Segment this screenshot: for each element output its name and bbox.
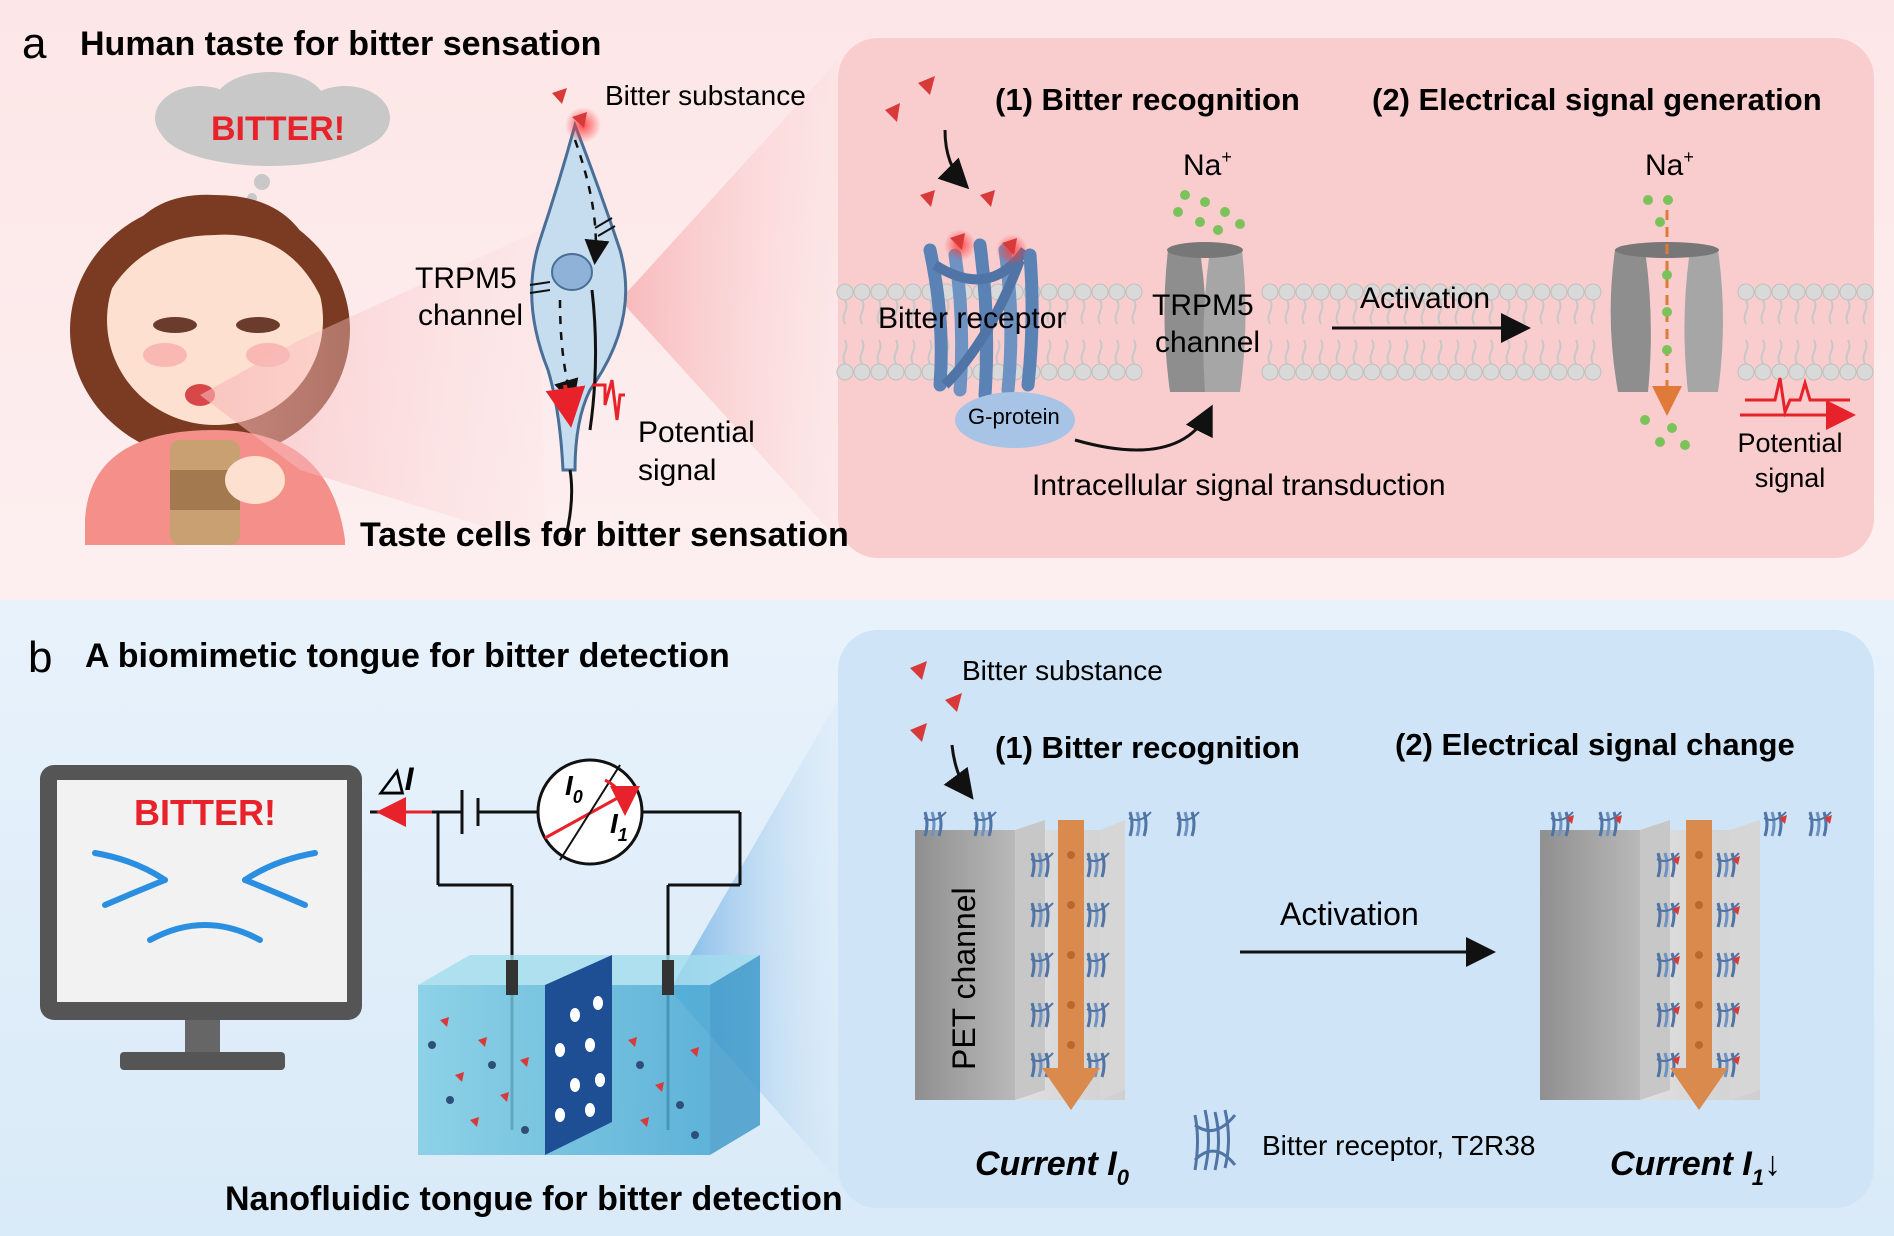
na-label-2: Na+	[1645, 147, 1694, 182]
receptors-after	[1550, 811, 1832, 1078]
trpm5-label-a-line2: channel	[418, 299, 523, 332]
activation-label-b: Activation	[1280, 896, 1419, 932]
bitter-receptor-label: Bitter receptor	[878, 302, 1066, 335]
trpm5-channel-closed	[1164, 242, 1246, 392]
panel-b-title: A biomimetic tongue for bitter detection	[85, 637, 730, 675]
current-arrow-i0	[1042, 820, 1100, 1110]
panel-a-title: Human taste for bitter sensation	[80, 25, 601, 63]
panel-a-zoom-cone	[620, 60, 838, 540]
intracellular-label: Intracellular signal transduction	[1032, 469, 1446, 502]
panel-b-letter: b	[28, 633, 52, 682]
na-label-1: Na+	[1183, 147, 1232, 182]
trpm5-channel-label-line2: channel	[1155, 326, 1260, 359]
nanofluidic-tank	[418, 955, 760, 1155]
sodium-ions-outside	[1173, 190, 1245, 235]
monitor-bitter-text: BITTER!	[134, 792, 276, 833]
panel-b-caption: Nanofluidic tongue for bitter detection	[225, 1180, 843, 1218]
gprotein-label: G-protein	[968, 404, 1060, 429]
panel-a-letter: a	[22, 19, 47, 68]
bitter-drops-inset-b	[910, 661, 962, 742]
taste-cone-a	[200, 230, 545, 545]
recognition-arrow-a	[937, 129, 970, 190]
step1-label-a: (1) Bitter recognition	[995, 82, 1300, 117]
potential-spike-a	[1745, 377, 1850, 418]
delta-i-label: △I	[378, 761, 415, 797]
potential-label-a-line2: signal	[638, 454, 716, 487]
pet-channel-label: PET channel	[946, 887, 982, 1070]
bubble-bitter-text: BITTER!	[211, 110, 345, 148]
legend-receptor-label: Bitter receptor, T2R38	[1262, 1130, 1535, 1161]
bitter-receptor-gpcr	[923, 229, 1039, 402]
step2-label-b: (2) Electrical signal change	[1395, 727, 1795, 762]
trpm5-channel-label-line1: TRPM5	[1152, 289, 1254, 322]
current-i1-label: Current I1↓	[1610, 1145, 1781, 1190]
bitter-substance-label-b: Bitter substance	[962, 655, 1163, 686]
ammeter-i0: I0	[565, 770, 583, 807]
bitter-drops-inset-a	[885, 76, 995, 207]
receptors-before	[923, 811, 1200, 1078]
monitor	[40, 765, 362, 1070]
ammeter-i1: I1	[610, 808, 628, 845]
activation-label-a: Activation	[1360, 282, 1490, 315]
step2-label-a: (2) Electrical signal generation	[1372, 82, 1822, 117]
squint-face	[92, 850, 318, 943]
g-protein	[955, 392, 1075, 448]
battery-symbol	[460, 790, 480, 834]
panel-a-caption: Taste cells for bitter sensation	[360, 516, 849, 554]
taste-cell	[529, 88, 628, 541]
trpm5-label-a-line1: TRPM5	[415, 262, 517, 295]
potential2-label-line1: Potential	[1737, 428, 1842, 458]
girl-illustration	[70, 194, 350, 545]
current-i0-label: Current I0	[975, 1145, 1130, 1190]
bitter-substance-label-a: Bitter substance	[605, 80, 806, 111]
signal-transduction-arrow	[1074, 404, 1213, 452]
panel-b-zoom-cone	[670, 700, 838, 1180]
thought-bubble	[155, 72, 390, 203]
receptor-legend-icon	[1193, 1109, 1237, 1171]
ammeter	[536, 758, 644, 866]
sodium-ions-flow	[1640, 195, 1690, 450]
potential2-label-line2: signal	[1755, 463, 1826, 493]
recognition-arrow-b	[943, 744, 974, 800]
step1-label-b: (1) Bitter recognition	[995, 730, 1300, 765]
potential-label-a-line1: Potential	[638, 416, 755, 449]
current-arrow-i1	[1670, 820, 1728, 1110]
trpm5-channel-open	[1610, 210, 1723, 416]
